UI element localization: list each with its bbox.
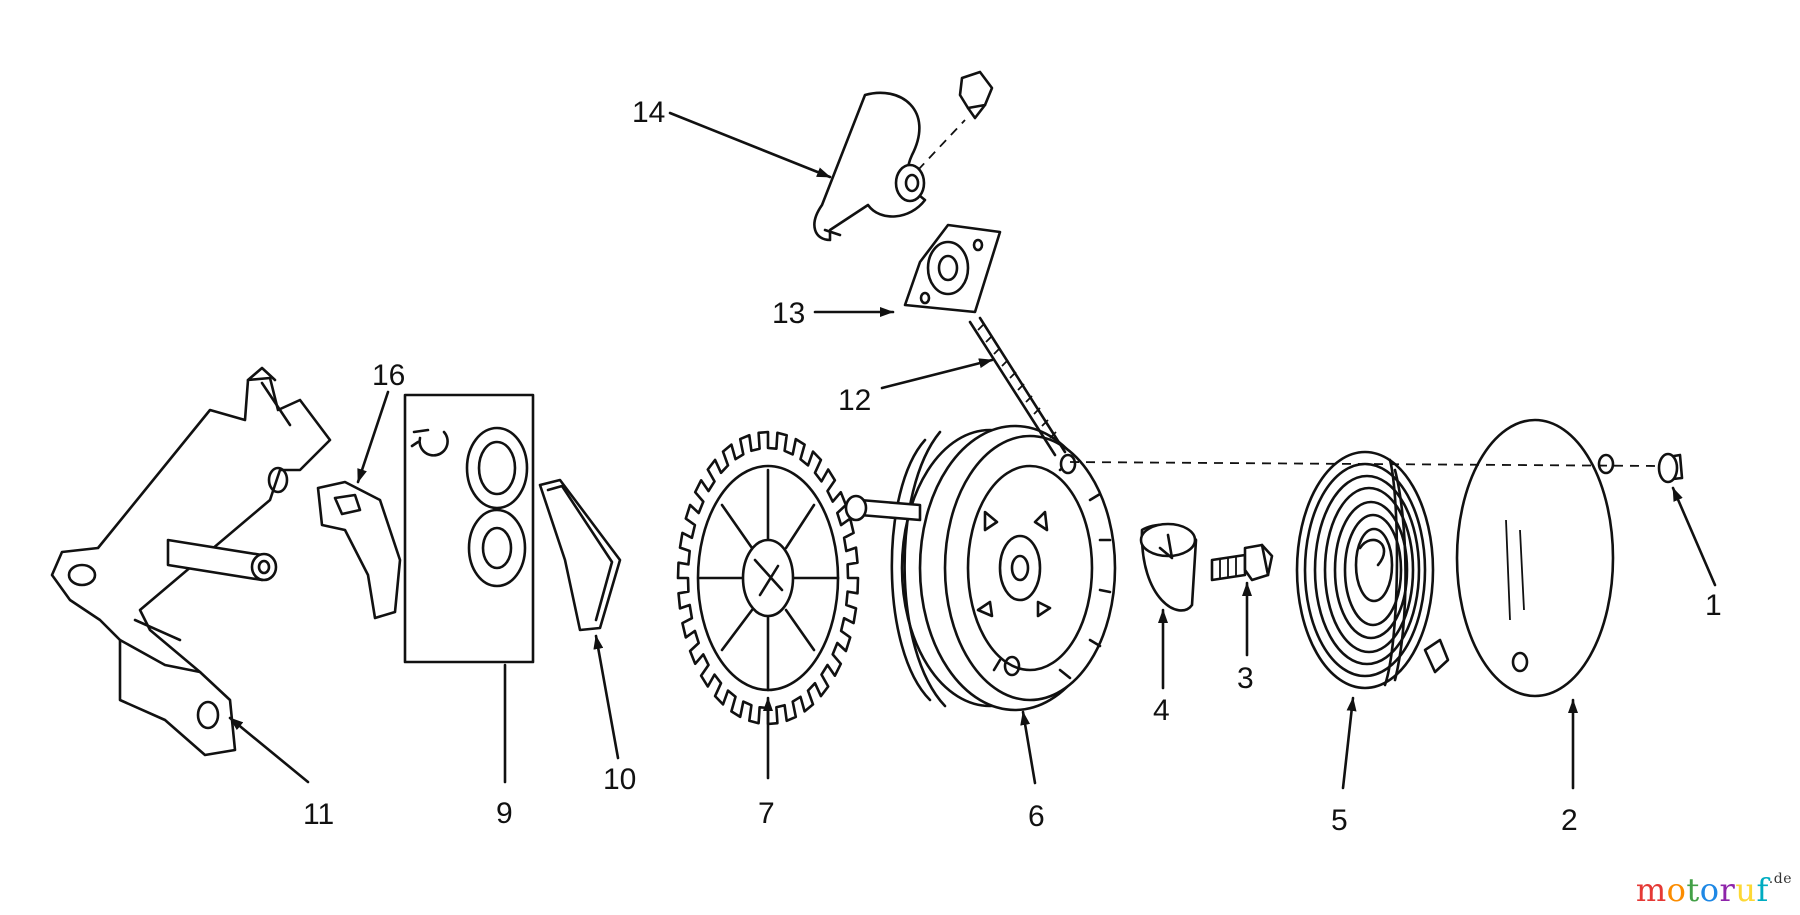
arrow-10 [593, 634, 620, 760]
arrow-12 [880, 358, 994, 390]
part-14-handle [813, 70, 994, 242]
label-14: 14 [632, 96, 665, 129]
part-13-retainer [903, 223, 1002, 314]
arrow-5 [1341, 696, 1357, 790]
part-1-screw [1657, 452, 1684, 484]
part-12-rope [968, 316, 1067, 457]
watermark-text: motoruf [1635, 871, 1769, 909]
part-3-screw [1210, 543, 1274, 582]
arrow-11 [228, 716, 310, 784]
part-11-bracket [50, 366, 332, 757]
part-4-sleeve [1139, 522, 1198, 612]
label-9: 9 [496, 797, 513, 830]
part-10-spring-clip [538, 478, 622, 632]
label-11: 11 [303, 798, 334, 831]
watermark-suffix: .de [1768, 871, 1792, 887]
label-12: 12 [838, 384, 871, 417]
arrow-16 [356, 390, 390, 484]
arrow-14 [668, 111, 832, 179]
label-6: 6 [1028, 800, 1045, 833]
label-16: 16 [372, 359, 405, 392]
part-2-cover [1455, 418, 1615, 698]
label-1: 1 [1705, 589, 1722, 622]
assembly-axis-line [1069, 461, 1661, 467]
label-13: 13 [772, 297, 805, 330]
label-5: 5 [1331, 804, 1348, 837]
callout-labels: 14 13 12 16 11 9 10 7 6 4 3 5 2 1 [303, 96, 1722, 837]
watermark-logo: motoruf.de [1636, 871, 1792, 909]
label-2: 2 [1561, 804, 1578, 837]
part-6-pulley [844, 424, 1117, 712]
arrow-6 [1020, 710, 1037, 785]
arrow-1 [1671, 486, 1717, 587]
label-10: 10 [603, 763, 636, 796]
leader-arrows [228, 111, 1717, 790]
label-4: 4 [1153, 694, 1170, 727]
part-5-rewind-spring [1295, 450, 1450, 690]
label-3: 3 [1237, 662, 1254, 695]
part-16-pawl [316, 480, 402, 620]
part-7-gear [676, 430, 860, 726]
part-9-kit [403, 393, 535, 664]
label-7: 7 [758, 797, 775, 830]
